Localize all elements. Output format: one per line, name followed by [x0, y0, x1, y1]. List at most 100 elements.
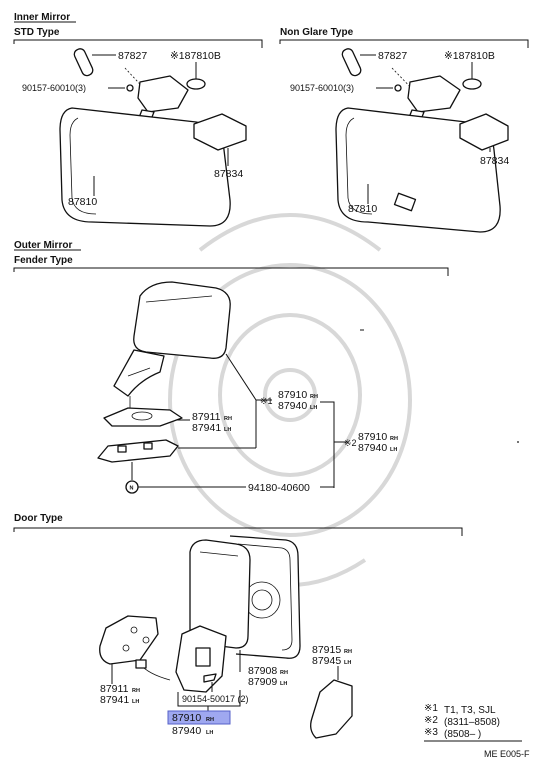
fender-base-part	[103, 407, 183, 427]
fender-87940b-side: LH	[390, 447, 397, 453]
door-gasket-hole1	[130, 626, 138, 634]
door-87909-label: 87909	[248, 676, 277, 688]
figure-code: ME E005-F	[484, 749, 530, 759]
ng-mount-bracket-part	[407, 75, 461, 113]
ng-87827-label: 87827	[378, 50, 407, 62]
door-87915-side: RH	[344, 649, 352, 655]
ng-lamp-cover-part	[341, 48, 362, 77]
fender-stay-part	[113, 349, 165, 397]
fender-bracket	[13, 267, 449, 276]
door-87910-highlight	[167, 710, 231, 725]
ng-87810-label: 87810	[348, 203, 377, 215]
fender-mark1: ※1	[260, 396, 273, 406]
watermark-emblem	[168, 213, 412, 587]
door-connector-part	[135, 659, 147, 669]
door-mirror-group: 87911 RH 87941 LH 87908 RH 87909 LH 9015…	[99, 535, 353, 739]
fender-87911-label: 87911	[192, 411, 221, 423]
fender-right-vline	[320, 401, 335, 488]
fender-head-edge	[145, 295, 213, 303]
std-lamp-cover-part	[73, 48, 94, 77]
ng-bulb-part	[462, 78, 482, 90]
std-mirror-edge	[69, 117, 97, 215]
std-type-title: STD Type	[14, 27, 60, 38]
fender-87940b-label: 87940	[358, 442, 387, 454]
door-gasket-hole3	[142, 636, 150, 644]
fender-lower-bracket-part	[97, 439, 179, 463]
std-screw-part	[126, 84, 134, 92]
std-87827-label: 87827	[118, 50, 147, 62]
door-motor-core	[251, 589, 273, 611]
fender-87910b-side: RH	[390, 436, 398, 442]
fender-87910b-label: 87910	[358, 431, 387, 443]
std-cover-part	[193, 113, 247, 151]
std-187810b-label: ※187810B	[170, 50, 221, 62]
footnote-2-text: (8311–8508)	[444, 717, 500, 728]
fender-87940a-label: 87940	[278, 400, 307, 412]
fender-type-title: Fender Type	[14, 255, 73, 266]
door-87941-label: 87941	[100, 694, 129, 706]
ng-screw-part	[394, 84, 402, 92]
fender-94180-label: 94180-40600	[248, 482, 310, 494]
inner-mirror-title: Inner Mirror	[14, 12, 70, 23]
ng-cover-part	[459, 113, 509, 151]
fender-87941-side: LH	[224, 427, 231, 433]
non-glare-bracket	[279, 39, 529, 48]
door-87940-side: LH	[206, 730, 213, 736]
fender-mark2: ※2	[344, 438, 357, 448]
door-87941-side: LH	[132, 699, 139, 705]
door-87911-side: RH	[132, 688, 140, 694]
door-gasket-part	[99, 615, 159, 665]
fender-bracket-slot1	[117, 445, 127, 453]
fender-87910a-side: RH	[310, 394, 318, 400]
std-mount-bracket-part	[137, 75, 189, 113]
footnote-3-mark: ※3	[424, 727, 438, 738]
std-inner-mirror-group: 87827 ※187810B 90157-60010(3) 87834 8781…	[22, 48, 247, 227]
door-screw-part	[203, 673, 217, 683]
door-87910-side: RH	[206, 717, 214, 723]
door-87909-side: LH	[280, 681, 287, 687]
door-glass-frame-inner	[237, 543, 293, 651]
std-bulb-part	[186, 78, 206, 90]
footnote-3-text: (8508– )	[444, 729, 481, 740]
non-glare-type-title: Non Glare Type	[280, 27, 354, 38]
fender-base-hole	[131, 411, 153, 421]
door-base-block	[195, 647, 211, 667]
fender-87911-side: RH	[224, 416, 232, 422]
fender-head-leader	[225, 353, 257, 401]
door-bracket	[13, 527, 463, 536]
ng-187810b-label: ※187810B	[444, 50, 495, 62]
ng-mirror-edge	[345, 117, 373, 215]
fender-87910a-label: 87910	[278, 389, 307, 401]
door-87945-label: 87945	[312, 655, 341, 667]
door-87915-label: 87915	[312, 644, 341, 656]
door-87908-label: 87908	[248, 665, 277, 677]
std-90157-label: 90157-60010(3)	[22, 83, 86, 93]
fender-stay-detail	[127, 367, 151, 377]
door-cover-part	[310, 679, 353, 739]
outer-mirror-title: Outer Mirror	[14, 240, 72, 251]
footnote-1-text: T1, T3, SJL	[444, 705, 496, 716]
door-87910-label[interactable]: 87910	[172, 712, 201, 724]
ng-90157-label: 90157-60010(3)	[290, 83, 354, 93]
std-87834-label: 87834	[214, 168, 243, 180]
fender-nut-mark: N	[130, 486, 134, 492]
fender-87941-label: 87941	[192, 422, 221, 434]
non-glare-inner-mirror-group: 87827 ※187810B 90157-60010(3) 87834 8781…	[290, 48, 509, 233]
std-bracket	[13, 39, 263, 48]
fender-87940a-side: LH	[310, 405, 317, 411]
door-90154-label: 90154-50017 (2)	[182, 694, 249, 704]
scan-dot	[517, 441, 519, 443]
door-87940-label: 87940	[172, 725, 201, 737]
footnote-2-mark: ※2	[424, 715, 438, 726]
door-87908-side: RH	[280, 670, 288, 676]
door-type-title: Door Type	[14, 513, 63, 524]
ng-87834-label: 87834	[480, 155, 509, 167]
footnotes: ※1 T1, T3, SJL ※2 (8311–8508) ※3 (8508– …	[424, 703, 522, 742]
door-87945-side: LH	[344, 660, 351, 666]
fender-mirror-group: 87911 RH 87941 LH N ※1 87910 RH 87940 LH…	[97, 281, 398, 494]
std-87810-label: 87810	[68, 196, 97, 208]
ng-tab-part	[393, 192, 417, 212]
fender-mirror-head-part	[133, 281, 231, 359]
footnote-1-mark: ※1	[424, 703, 438, 714]
